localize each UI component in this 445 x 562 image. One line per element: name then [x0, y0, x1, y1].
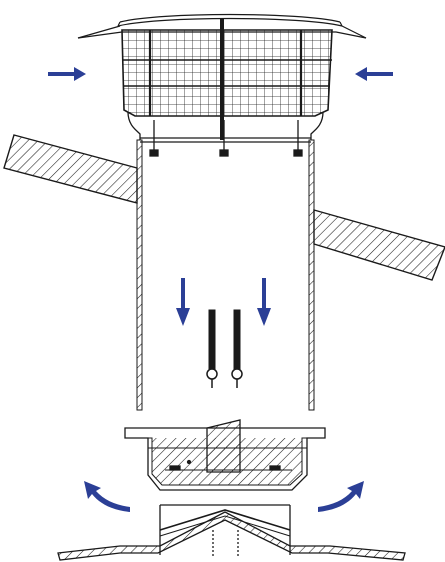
ceiling-panel [57, 511, 406, 561]
tube-left-wall [136, 139, 143, 411]
flow-arrows [48, 67, 393, 512]
wire-mesh-guard [121, 18, 333, 140]
support-bracket [127, 111, 324, 157]
arrow-outflow-right [318, 481, 364, 512]
roof-slab-left [3, 134, 138, 204]
sensor-rod-left [206, 309, 218, 388]
arrow-downflow-right [257, 278, 271, 326]
arrow-inflow-left [48, 67, 86, 81]
arrow-downflow-left [176, 278, 190, 326]
arrow-outflow-left [84, 481, 130, 512]
diffuser-housing [124, 419, 326, 491]
sensor-rod-right [231, 309, 243, 388]
arrow-inflow-right [355, 67, 393, 81]
roof-slab-right [313, 209, 445, 281]
tube-right-wall [308, 139, 315, 411]
